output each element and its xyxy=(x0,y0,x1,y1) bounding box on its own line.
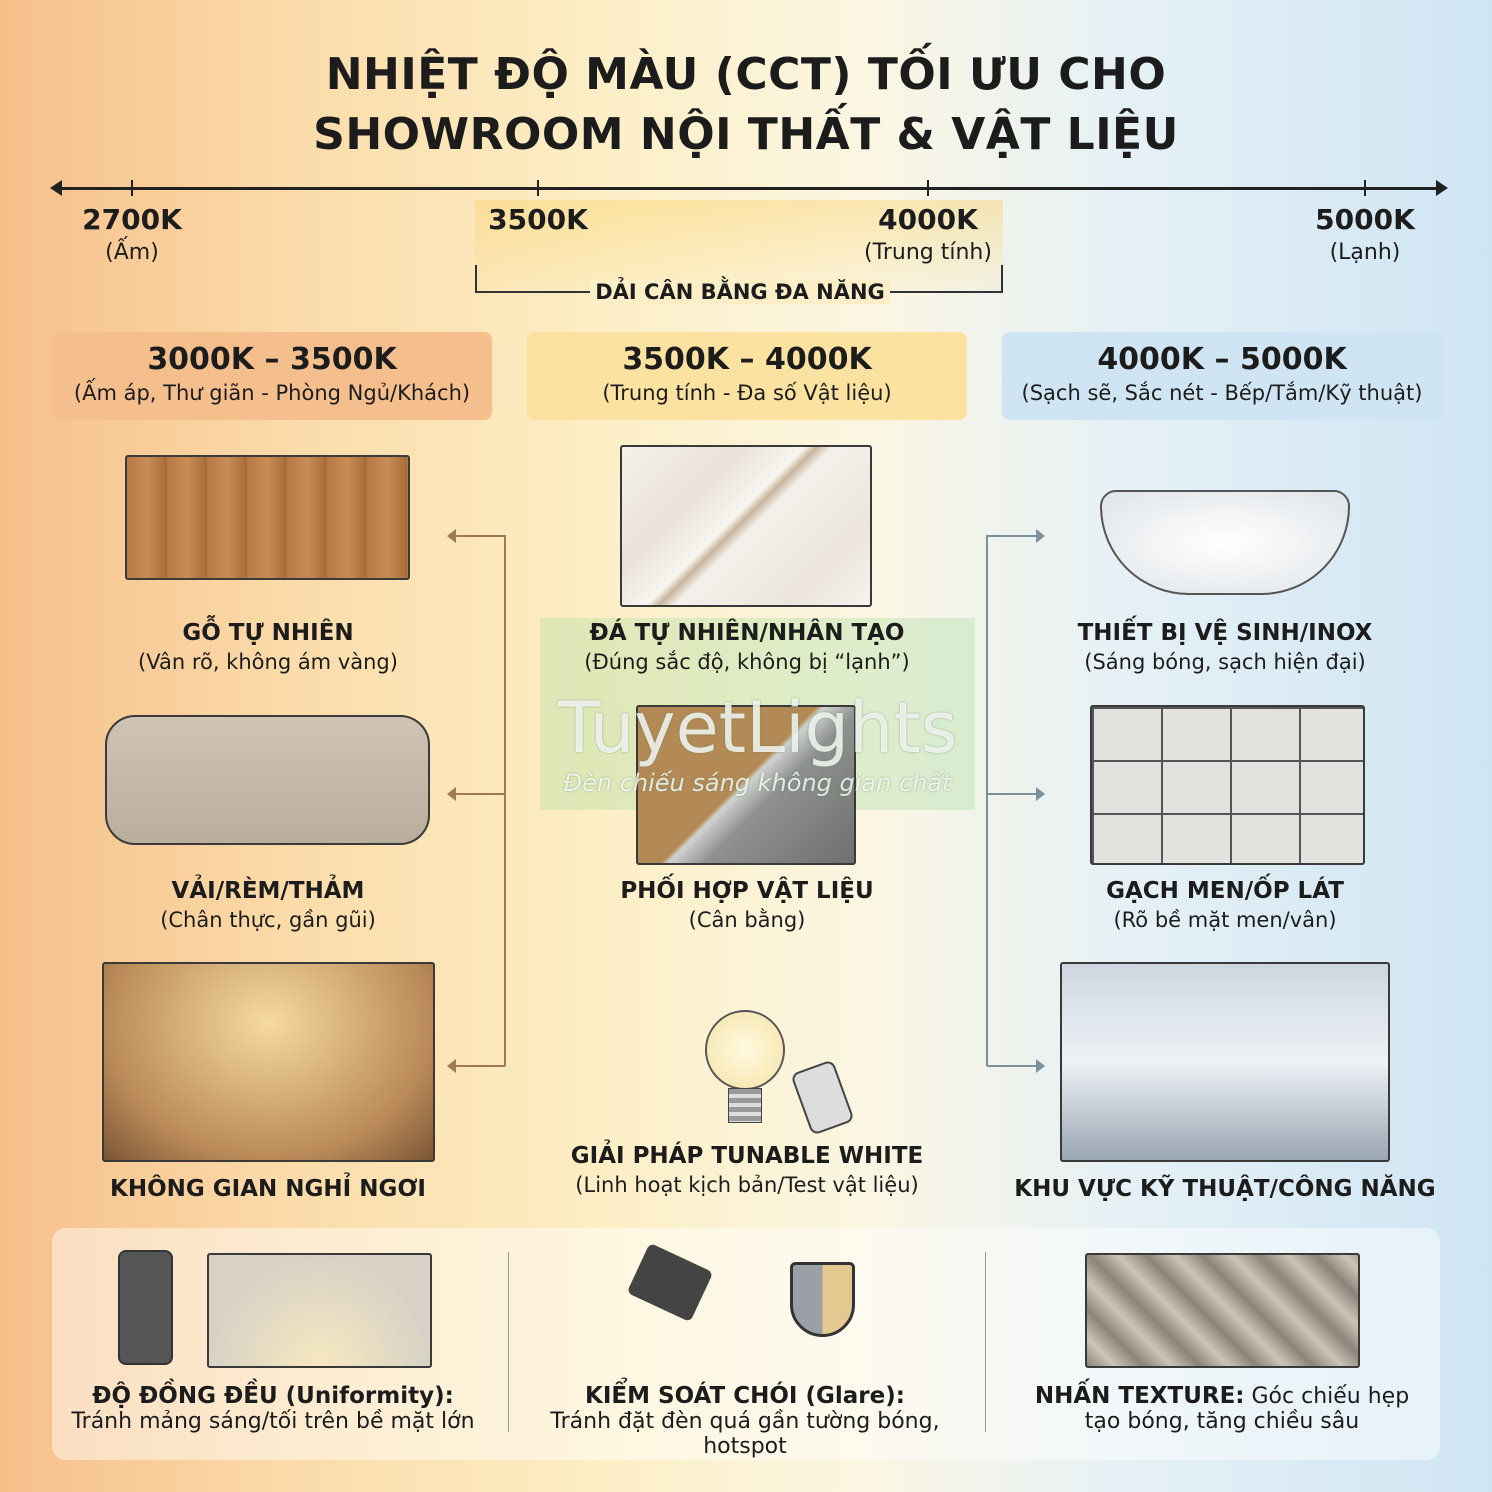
tick-label: 4000K xyxy=(878,203,978,236)
divider xyxy=(508,1252,509,1432)
wood-cabinet-icon xyxy=(125,455,410,580)
item-label: GỖ TỰ NHIÊN(Vân rõ, không ám vàng) xyxy=(138,620,398,674)
tick-label: 3500K xyxy=(488,203,588,236)
header-cool: 4000K – 5000K(Sạch sẽ, Sắc nét - Bếp/Tắm… xyxy=(1002,332,1442,420)
divider xyxy=(985,1252,986,1432)
tip-uniformity: ĐỘ ĐỒNG ĐỀU (Uniformity):Tránh mảng sáng… xyxy=(71,1383,475,1434)
tick-label: 2700K xyxy=(82,203,182,236)
tick-sub: (Lạnh) xyxy=(1329,240,1401,265)
tiles-icon xyxy=(1090,705,1365,865)
range-label: DẢI CÂN BẰNG ĐA NĂNG xyxy=(590,280,890,304)
tick-label: 5000K xyxy=(1315,203,1415,236)
tip-glare: KIỂM SOÁT CHÓI (Glare):Tránh đặt đèn quá… xyxy=(550,1383,940,1459)
item-label: ĐÁ TỰ NHIÊN/NHÂN TẠO(Đúng sắc độ, không … xyxy=(584,620,910,674)
kitchen-icon xyxy=(1060,962,1390,1162)
tick xyxy=(537,180,539,196)
item-label: THIẾT BỊ VỆ SINH/INOX(Sáng bóng, sạch hi… xyxy=(1077,620,1373,674)
balanced-range-band xyxy=(475,200,1003,290)
marble-icon xyxy=(620,445,872,607)
tick xyxy=(131,180,133,196)
tunable-bulb-icon xyxy=(705,1010,785,1090)
item-label: GIẢI PHÁP TUNABLE WHITE(Linh hoạt kịch b… xyxy=(570,1143,924,1197)
cct-axis xyxy=(50,180,1448,196)
item-label: KHÔNG GIAN NGHỈ NGƠI xyxy=(110,1176,426,1202)
tick xyxy=(1364,180,1366,196)
light-meter-icon xyxy=(118,1250,173,1365)
arrow-right-icon xyxy=(987,787,1045,801)
arrow-right-icon xyxy=(987,529,1045,543)
texture-wall-icon xyxy=(1085,1253,1360,1368)
header-neutral: 3500K – 4000K(Trung tính - Đa số Vật liệ… xyxy=(527,332,967,420)
arrow-left-icon xyxy=(447,1059,505,1073)
sink-icon xyxy=(1100,490,1350,595)
page-title: NHIỆT ĐỘ MÀU (CCT) TỐI ƯU CHO SHOWROOM N… xyxy=(313,49,1179,160)
bedroom-icon xyxy=(102,962,435,1162)
arrow-left-icon xyxy=(447,787,505,801)
arrow-right-icon xyxy=(987,1059,1045,1073)
item-label: VẢI/RÈM/THẢM(Chân thực, gần gũi) xyxy=(160,878,376,932)
header-warm: 3000K – 3500K(Ấm áp, Thư giãn - Phòng Ng… xyxy=(52,332,492,420)
item-label: GẠCH MEN/ỐP LÁT(Rõ bề mặt men/vân) xyxy=(1106,878,1344,932)
tick xyxy=(927,180,929,196)
tick-sub: (Ấm) xyxy=(105,240,159,265)
mixed-materials-icon xyxy=(636,705,856,865)
sofa-icon xyxy=(105,715,430,845)
shield-icon xyxy=(790,1262,855,1337)
bulb-base-icon xyxy=(728,1088,762,1123)
connector-line xyxy=(504,535,506,1066)
connector-line xyxy=(986,535,988,1066)
arrow-left-icon xyxy=(447,529,505,543)
uniform-wall-icon xyxy=(207,1253,432,1368)
item-label: PHỐI HỢP VẬT LIỆU(Cân bằng) xyxy=(620,878,874,932)
remote-icon xyxy=(790,1059,855,1136)
tick-sub: (Trung tính) xyxy=(864,240,992,265)
item-label: KHU VỰC KỸ THUẬT/CÔNG NĂNG xyxy=(1014,1176,1436,1202)
